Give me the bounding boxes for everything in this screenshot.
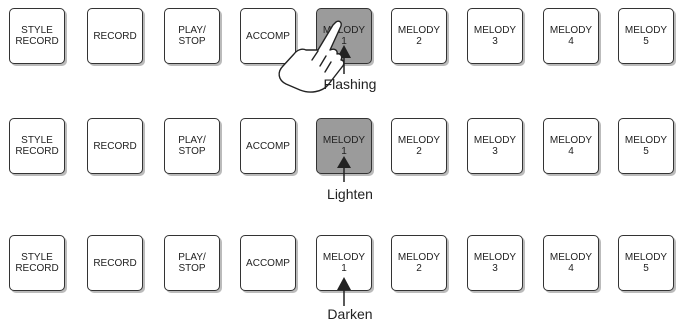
state-caption-darken: Darken: [327, 306, 373, 322]
button-label: MELODY 1: [322, 252, 366, 274]
melody-3-button[interactable]: MELODY 3: [467, 8, 523, 64]
button-row-darken: STYLE RECORD RECORD PLAY/ STOP ACCOMP ME…: [0, 235, 683, 291]
melody-2-button[interactable]: MELODY 2: [391, 8, 447, 64]
button-label: ACCOMP: [246, 30, 290, 42]
button-label: RECORD: [93, 140, 137, 152]
melody-1-button[interactable]: MELODY 1: [316, 118, 372, 174]
accomp-button[interactable]: ACCOMP: [240, 8, 296, 64]
button-label: STYLE RECORD: [15, 135, 59, 157]
button-label: ACCOMP: [246, 257, 290, 269]
play-stop-button[interactable]: PLAY/ STOP: [164, 235, 220, 291]
button-label: MELODY 4: [549, 135, 593, 157]
style-record-button[interactable]: STYLE RECORD: [9, 235, 65, 291]
play-stop-button[interactable]: PLAY/ STOP: [164, 8, 220, 64]
melody-5-button[interactable]: MELODY 5: [618, 8, 674, 64]
button-label: MELODY 3: [473, 25, 517, 47]
melody-5-button[interactable]: MELODY 5: [618, 118, 674, 174]
button-label: MELODY 3: [473, 252, 517, 274]
accomp-button[interactable]: ACCOMP: [240, 235, 296, 291]
button-label: RECORD: [93, 30, 137, 42]
play-stop-button[interactable]: PLAY/ STOP: [164, 118, 220, 174]
button-label: MELODY 2: [397, 25, 441, 47]
record-button[interactable]: RECORD: [87, 118, 143, 174]
melody-5-button[interactable]: MELODY 5: [618, 235, 674, 291]
button-row-lighten: STYLE RECORD RECORD PLAY/ STOP ACCOMP ME…: [0, 118, 683, 174]
button-label: PLAY/ STOP: [178, 135, 206, 157]
button-label: MELODY 5: [624, 135, 668, 157]
button-label: MELODY 2: [397, 252, 441, 274]
state-caption-flashing: Flashing: [323, 76, 377, 92]
button-label: MELODY 4: [549, 252, 593, 274]
record-button[interactable]: RECORD: [87, 235, 143, 291]
button-row-flashing: STYLE RECORD RECORD PLAY/ STOP ACCOMP ME…: [0, 8, 683, 64]
button-label: ACCOMP: [246, 140, 290, 152]
button-label: MELODY 2: [397, 135, 441, 157]
button-label: MELODY 5: [624, 25, 668, 47]
button-label: MELODY 1: [322, 25, 366, 47]
style-record-button[interactable]: STYLE RECORD: [9, 8, 65, 64]
accomp-button[interactable]: ACCOMP: [240, 118, 296, 174]
button-label: MELODY 3: [473, 135, 517, 157]
button-label: PLAY/ STOP: [178, 252, 206, 274]
melody-1-button[interactable]: MELODY 1: [316, 8, 372, 64]
button-label: MELODY 4: [549, 25, 593, 47]
melody-3-button[interactable]: MELODY 3: [467, 235, 523, 291]
button-label: PLAY/ STOP: [178, 25, 206, 47]
melody-4-button[interactable]: MELODY 4: [543, 235, 599, 291]
style-record-button[interactable]: STYLE RECORD: [9, 118, 65, 174]
melody-3-button[interactable]: MELODY 3: [467, 118, 523, 174]
state-caption-lighten: Lighten: [327, 186, 373, 202]
melody-4-button[interactable]: MELODY 4: [543, 118, 599, 174]
button-label: RECORD: [93, 257, 137, 269]
button-label: STYLE RECORD: [15, 25, 59, 47]
record-button[interactable]: RECORD: [87, 8, 143, 64]
button-label: MELODY 5: [624, 252, 668, 274]
melody-1-button[interactable]: MELODY 1: [316, 235, 372, 291]
melody-2-button[interactable]: MELODY 2: [391, 235, 447, 291]
melody-2-button[interactable]: MELODY 2: [391, 118, 447, 174]
button-label: STYLE RECORD: [15, 252, 59, 274]
button-label: MELODY 1: [322, 135, 366, 157]
melody-4-button[interactable]: MELODY 4: [543, 8, 599, 64]
